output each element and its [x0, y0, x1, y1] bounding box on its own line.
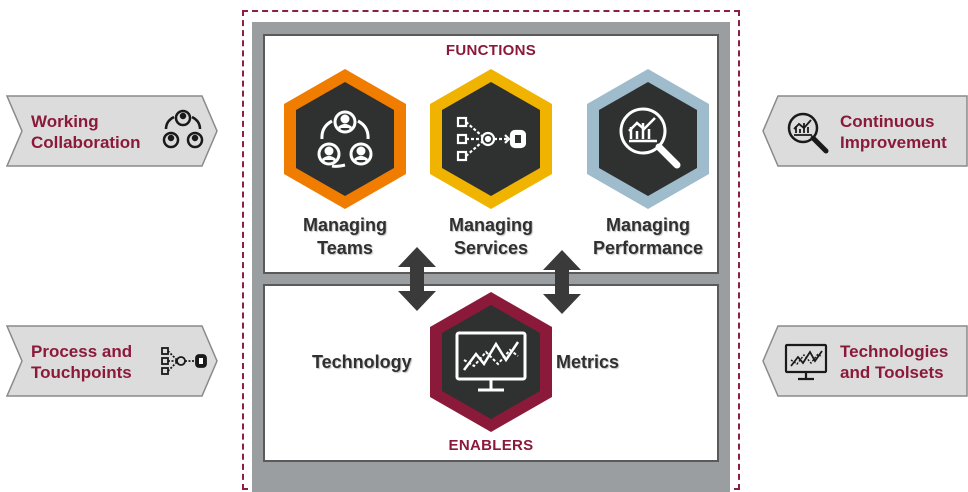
team-cycle-icon: [315, 109, 375, 169]
magnifier-chart-icon: [617, 105, 683, 171]
double-arrow-right: [543, 250, 581, 314]
managing-services-line1: Managing: [449, 215, 533, 235]
managing-teams-line1: Managing: [303, 215, 387, 235]
process-touchpoints-line2: Touchpoints: [31, 363, 132, 382]
managing-performance-label: Managing Performance: [578, 214, 718, 260]
managing-services-hexagon: [430, 69, 552, 209]
managing-services-line2: Services: [453, 238, 529, 258]
double-arrow-left: [398, 247, 436, 311]
technologies-toolsets-label: Technologies and Toolsets: [840, 341, 948, 383]
functions-title: FUNCTIONS: [445, 42, 537, 59]
working-collaboration-tag: Working Collaboration: [6, 95, 218, 167]
continuous-improvement-icon: [786, 111, 830, 155]
enablers-hexagon: [430, 292, 552, 432]
technologies-toolsets-icon: [784, 343, 828, 381]
managing-teams-hexagon: [284, 69, 406, 209]
managing-performance-hexagon: [587, 69, 709, 209]
process-touchpoints-tag: Process and Touchpoints: [6, 325, 218, 397]
working-collaboration-label: Working Collaboration: [31, 111, 141, 153]
managing-teams-line2: Teams: [317, 238, 373, 258]
managing-performance-line2: Performance: [592, 238, 704, 258]
working-collaboration-line2: Collaboration: [31, 133, 141, 152]
service-network-icon: [456, 114, 526, 164]
managing-performance-line1: Managing: [606, 215, 690, 235]
technologies-toolsets-tag: Technologies and Toolsets: [762, 325, 968, 397]
technologies-toolsets-line1: Technologies: [840, 342, 949, 361]
managing-teams-label: Managing Teams: [285, 214, 405, 260]
process-touchpoints-line1: Process and: [31, 342, 133, 361]
continuous-improvement-tag: Continuous Improvement: [762, 95, 968, 167]
continuous-improvement-label: Continuous Improvement: [840, 111, 947, 153]
process-touchpoints-label: Process and Touchpoints: [31, 341, 132, 383]
collaboration-icon: [162, 109, 204, 151]
technologies-toolsets-line2: and Toolsets: [840, 363, 944, 382]
enablers-title: ENABLERS: [448, 437, 534, 454]
monitor-chart-icon: [454, 330, 528, 394]
process-icon: [161, 347, 207, 375]
continuous-improvement-line1: Continuous: [840, 112, 935, 131]
working-collaboration-line1: Working: [31, 112, 99, 131]
continuous-improvement-line2: Improvement: [840, 133, 947, 152]
technology-label: Technology: [312, 352, 412, 372]
managing-services-label: Managing Services: [431, 214, 551, 260]
metrics-label: Metrics: [556, 352, 620, 372]
